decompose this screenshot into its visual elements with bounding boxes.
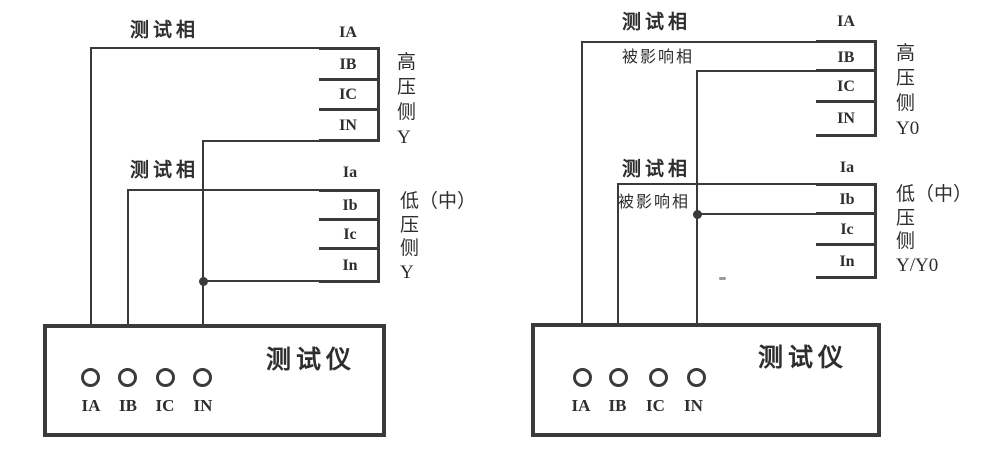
caption-line: 侧	[400, 238, 420, 259]
right-low-test-phase-label: 测试相	[622, 159, 692, 180]
right-wire-Ib	[699, 212, 820, 215]
left-tester-jack-IB	[118, 368, 137, 387]
left-wire-low-test-phase-drop	[127, 189, 129, 369]
right-tester-jack-IC	[648, 368, 668, 387]
caption-line: 压	[400, 214, 420, 236]
right-tester-jack-label-IC: IC	[646, 396, 665, 415]
right-tester-jack-IN	[686, 368, 706, 387]
left-wire-high-test-phase	[90, 47, 322, 49]
left-low-bar-In	[319, 279, 380, 283]
left-tester-jack-label-IN: IN	[193, 396, 213, 415]
left-wire-In	[205, 280, 322, 283]
right-tester-jack-label-IB: IB	[608, 396, 627, 415]
right-tester-jack-label-IA: IA	[571, 396, 591, 415]
left-wire-IN-drop	[202, 139, 204, 368]
right-low-side-caption: 低（中） 压 侧 Y/Y0	[896, 183, 972, 277]
right-low-terminal-Ib: Ib	[839, 191, 855, 208]
right-high-terminal-IB: IB	[837, 49, 855, 66]
left-low-terminal-Ic: Ic	[343, 226, 357, 243]
left-low-terminal-Ib: Ib	[342, 197, 358, 214]
left-low-bar-Ib	[319, 217, 380, 221]
caption-line: Y	[400, 261, 414, 283]
right-wire-high-test-phase-drop	[581, 40, 583, 368]
left-low-terminal-Ia: Ia	[342, 164, 358, 181]
left-low-bar-Ic	[319, 246, 380, 250]
right-wire-IB	[696, 69, 820, 72]
left-high-connector	[376, 47, 380, 143]
caption-line: Y0	[896, 118, 920, 139]
right-high-bar-IN	[816, 133, 877, 137]
left-low-terminal-In: In	[342, 257, 358, 274]
right-high-terminal-IN: IN	[837, 110, 855, 127]
left-junction-dot	[198, 277, 208, 286]
right-tester-jack-label-IN: IN	[684, 396, 703, 415]
right-wire-low-test-phase	[617, 183, 820, 186]
right-high-side-caption: 高 压 侧 Y0	[896, 41, 919, 141]
left-tester-jack-IA	[81, 368, 100, 387]
right-wire-low-test-phase-drop	[617, 183, 619, 369]
right-high-bar-IA	[816, 40, 877, 44]
right-high-bar-IB	[816, 68, 877, 72]
right-low-terminal-In: In	[839, 253, 855, 270]
right-tester-jack-IB	[608, 368, 628, 387]
right-wire-high-test-phase	[581, 40, 820, 43]
left-low-side-caption: 低（中） 压 侧 Y	[400, 190, 476, 284]
left-tester-jack-label-IA: IA	[81, 396, 101, 415]
left-high-bar-IC	[319, 107, 380, 111]
stray-mark	[719, 277, 726, 280]
right-tester-name: 测试仪	[758, 345, 849, 372]
left-wire-high-test-phase-drop	[90, 47, 92, 368]
right-low-bar-Ic	[816, 243, 877, 247]
left-high-test-phase-label: 测试相	[130, 20, 200, 41]
left-high-terminal-IA: IA	[339, 24, 357, 41]
right-wire-IB-drop	[696, 69, 698, 368]
caption-line: 压	[397, 77, 417, 98]
right-junction-dot	[692, 209, 702, 219]
left-tester-jack-label-IC: IC	[155, 396, 175, 415]
right-low-terminal-Ia: Ia	[839, 159, 855, 176]
right-tester-jack-IA	[572, 368, 592, 387]
left-high-terminal-IB: IB	[339, 56, 357, 73]
caption-line: 侧	[896, 93, 916, 114]
caption-line: 低（中）	[400, 191, 477, 212]
right-high-terminal-IA: IA	[837, 13, 855, 30]
caption-line: Y	[397, 127, 411, 148]
left-high-bar-IA	[319, 47, 380, 51]
caption-line: Y/Y0	[896, 254, 939, 276]
left-wire-low-test-phase	[127, 189, 322, 192]
left-high-terminal-IN: IN	[339, 117, 357, 134]
right-low-terminal-Ic: Ic	[840, 221, 854, 238]
left-tester-jack-IN	[193, 368, 212, 387]
right-low-connector	[873, 182, 877, 280]
caption-line: 侧	[896, 231, 916, 252]
left-tester-jack-label-IB: IB	[119, 396, 137, 415]
right-low-bar-Ia	[816, 182, 877, 186]
left-high-side-caption: 高 压 侧 Y	[397, 50, 416, 150]
caption-line: 压	[896, 68, 916, 89]
caption-line: 侧	[397, 102, 417, 123]
left-low-test-phase-label: 测试相	[130, 160, 200, 181]
right-high-bar-IC	[816, 99, 877, 103]
caption-line: 高	[397, 52, 417, 73]
left-high-bar-IB	[319, 77, 380, 81]
left-high-bar-IN	[319, 139, 380, 143]
right-low-bar-Ib	[816, 212, 877, 216]
right-high-affected-phase-label: 被影响相	[622, 49, 695, 66]
left-wire-IN	[202, 139, 322, 142]
caption-line: 高	[896, 43, 916, 64]
left-tester-jack-IC	[155, 368, 175, 387]
left-high-terminal-IC: IC	[339, 86, 357, 103]
caption-line: 低（中）	[896, 184, 973, 205]
right-high-terminal-IC: IC	[837, 78, 855, 95]
left-tester-box	[43, 324, 386, 437]
right-low-bar-In	[816, 276, 877, 280]
right-low-affected-phase-label: 被影响相	[618, 194, 691, 211]
left-low-bar-Ia	[319, 188, 380, 192]
left-low-connector	[376, 188, 380, 283]
caption-line: 压	[896, 207, 916, 229]
right-high-test-phase-label: 测试相	[622, 12, 692, 33]
right-high-connector	[873, 40, 877, 137]
left-tester-name: 测试仪	[266, 347, 357, 374]
